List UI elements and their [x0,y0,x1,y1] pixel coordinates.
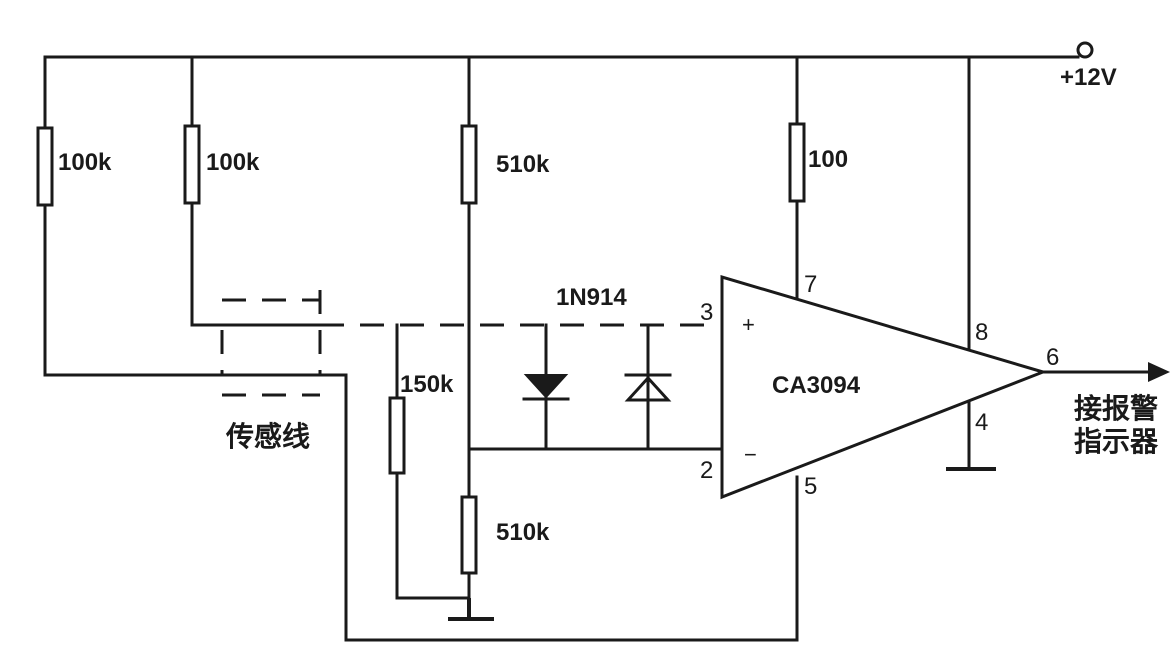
pin-7-label: 7 [804,271,817,298]
resistor-r3 [460,124,478,205]
pin-2-label: 2 [700,457,713,484]
resistor-r4 [788,122,806,203]
opamp-plus-sign: + [742,312,755,337]
diode-d1 [522,374,570,401]
r1-wire [43,55,799,642]
r2-label: 100k [206,149,260,176]
pin-4-label: 4 [975,409,988,436]
output-label-line1: 接报警 [1074,392,1158,425]
r4-label: 100 [808,146,848,173]
pin-8-label: 8 [975,319,988,346]
sensor-line [220,290,720,397]
resistor-r1 [36,126,54,207]
output-label-line2: 指示器 [1074,425,1159,458]
r2-wire [190,55,322,327]
resistor-r6 [460,495,478,575]
pin-3-label: 3 [700,299,713,326]
opamp-minus-sign: − [744,442,757,467]
pin-6-label: 6 [1046,344,1059,371]
supply-terminal [1076,41,1094,59]
r6-label: 510k [496,519,550,546]
diode-d2 [624,373,672,402]
sensor-label: 传感线 [225,420,310,453]
output-arrow-icon [1148,362,1170,382]
pin-5-label: 5 [804,473,817,500]
r5-label: 150k [400,371,454,398]
r5-wire [395,323,471,600]
r3-label: 510k [496,151,550,178]
resistor-r5 [388,396,406,475]
diode-branch-wire [544,323,650,451]
supply-label: +12V [1060,64,1117,91]
opamp-name: CA3094 [772,372,861,399]
r1-label: 100k [58,149,112,176]
diode-label: 1N914 [556,284,627,311]
resistor-r2 [183,124,201,205]
ground-symbol-1 [448,598,494,621]
opamp-symbol [720,274,1048,500]
